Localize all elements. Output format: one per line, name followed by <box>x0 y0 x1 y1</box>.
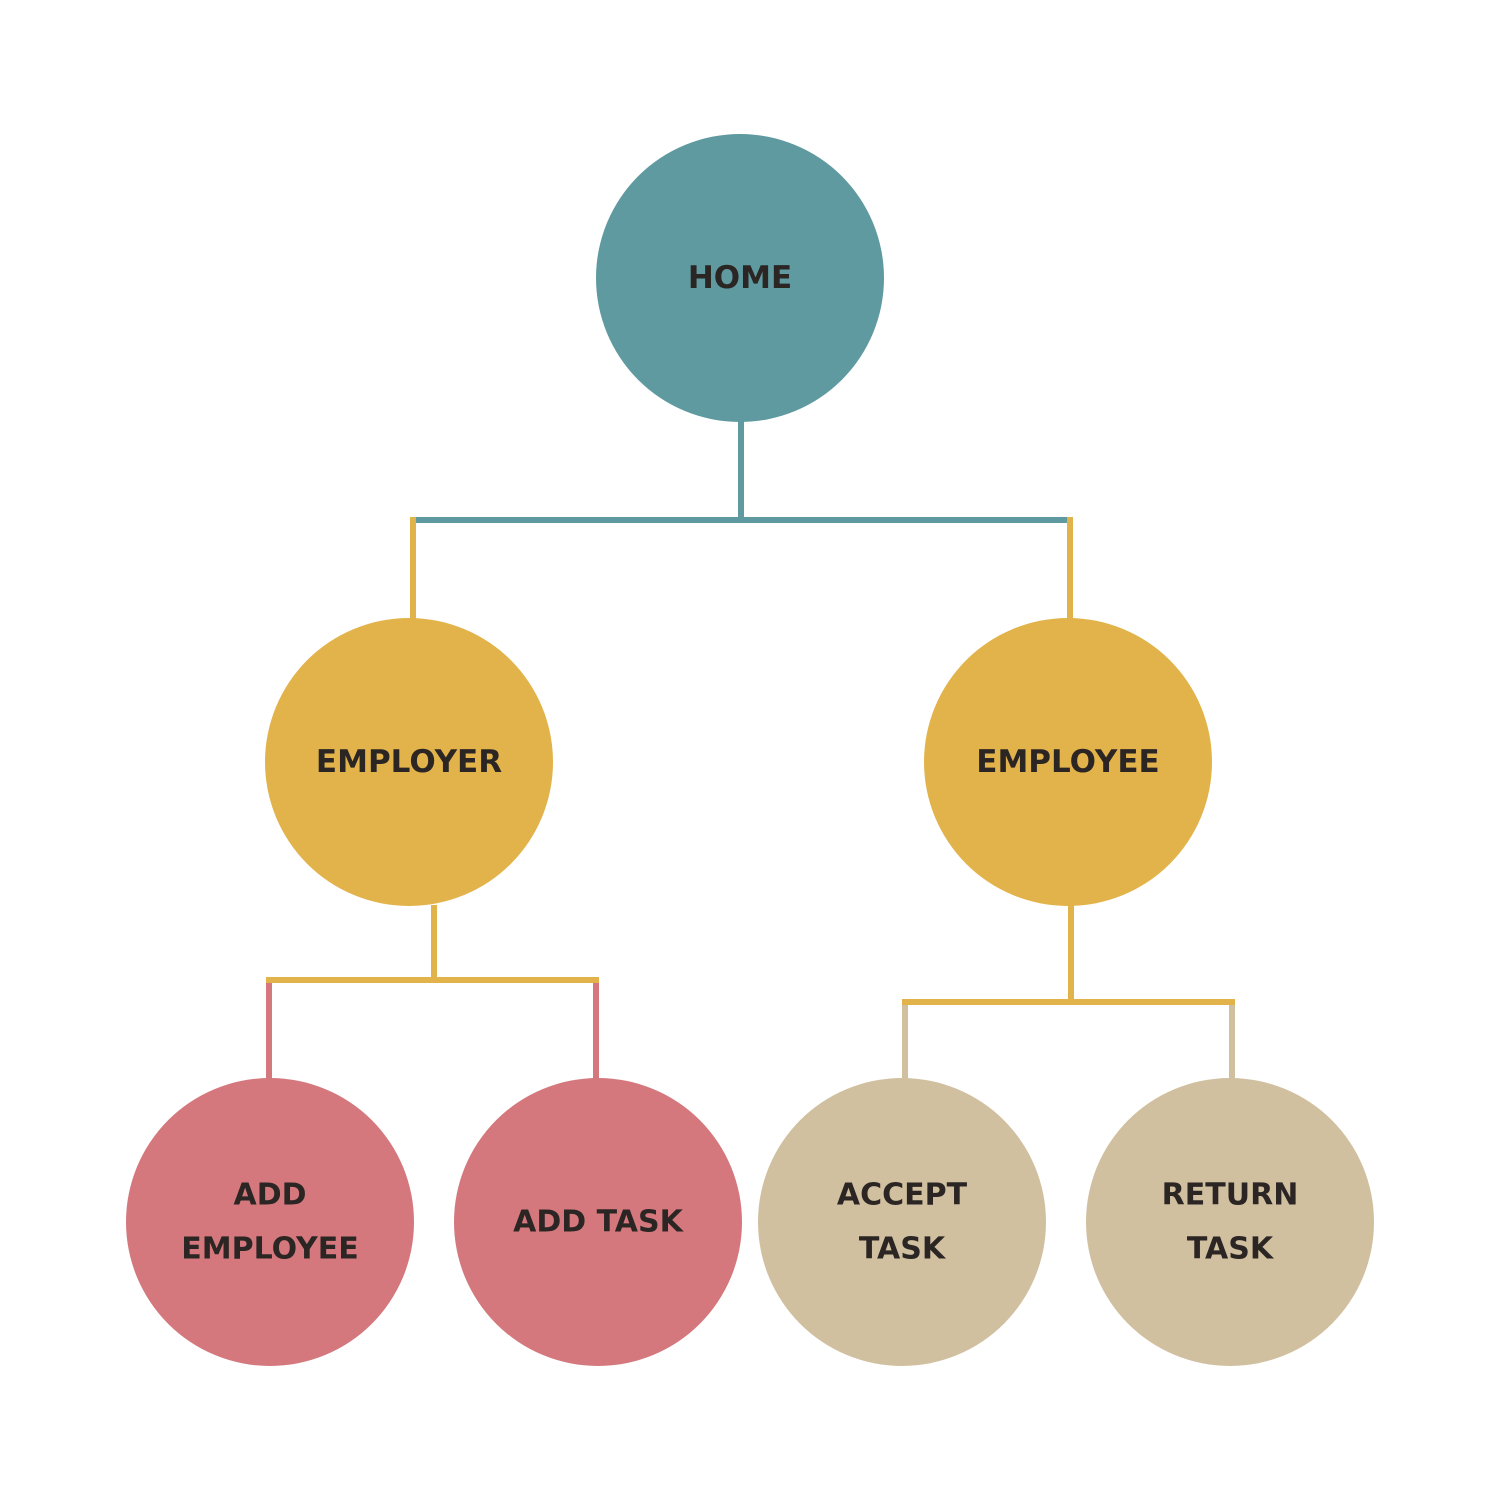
node-employer-label: EMPLOYER <box>316 744 502 780</box>
node-add-task-label: ADD TASK <box>513 1205 684 1240</box>
node-accept-task: ACCEPT TASK <box>758 1078 1046 1366</box>
node-accept-task-label-line2: TASK <box>859 1232 947 1267</box>
node-add-employee-label-line1: ADD <box>233 1178 306 1213</box>
node-return-task-label-line1: RETURN <box>1162 1178 1299 1213</box>
node-home: HOME <box>596 134 884 422</box>
node-add-employee: ADD EMPLOYEE <box>126 1078 414 1366</box>
node-employer: EMPLOYER <box>265 618 553 906</box>
node-employee-label: EMPLOYEE <box>976 744 1159 780</box>
node-return-task-label-line2: TASK <box>1187 1232 1275 1267</box>
node-add-task: ADD TASK <box>454 1078 742 1366</box>
node-add-employee-label-line2: EMPLOYEE <box>181 1232 359 1267</box>
node-accept-task-label-line1: ACCEPT <box>837 1178 968 1213</box>
node-return-task: RETURN TASK <box>1086 1078 1374 1366</box>
node-home-label: HOME <box>688 260 792 296</box>
node-employee: EMPLOYEE <box>924 618 1212 906</box>
